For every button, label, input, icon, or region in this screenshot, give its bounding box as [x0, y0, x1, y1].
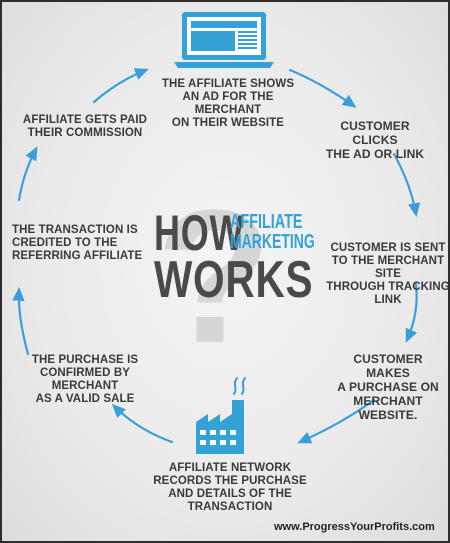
step-customer-clicks: CUSTOMER CLICKS THE AD OR LINK: [325, 119, 425, 161]
title-affiliate: AFFILIATE: [230, 211, 303, 233]
arrow-7: [17, 146, 38, 202]
arrow-4: [297, 398, 376, 444]
arrow-8: [92, 68, 149, 104]
arrow-5: [111, 403, 174, 444]
svg-text:?: ?: [156, 171, 272, 383]
arrow-3: [405, 282, 418, 343]
step-customer-sent: CUSTOMER IS SENT TO THE MERCHANT SITE TH…: [326, 242, 450, 306]
step-purchase-confirmed: THE PURCHASE IS CONFIRMED BY MERCHANT AS…: [31, 354, 139, 405]
title-marketing: MARKETING: [230, 231, 315, 253]
arrow-1: [288, 68, 357, 108]
arrow-6: [12, 286, 30, 356]
arrow-2: [392, 152, 421, 218]
title-how: HOW: [154, 205, 245, 261]
step-customer-purchase: CUSTOMER MAKES A PURCHASE ON MERCHANT WE…: [337, 352, 439, 422]
step-network-records: AFFILIATE NETWORK RECORDS THE PURCHASE A…: [153, 462, 307, 513]
title-works: WORKS: [154, 251, 314, 309]
step-affiliate-shows-ad: THE AFFILIATE SHOWS AN AD FOR THE MERCHA…: [161, 78, 295, 129]
footer-url: www.ProgressYourProfits.com: [274, 521, 435, 533]
step-transaction-credited: THE TRANSACTION IS CREDITED TO THE REFER…: [12, 224, 143, 262]
step-affiliate-paid: AFFILIATE GETS PAID THEIR COMMISSION: [22, 114, 148, 139]
